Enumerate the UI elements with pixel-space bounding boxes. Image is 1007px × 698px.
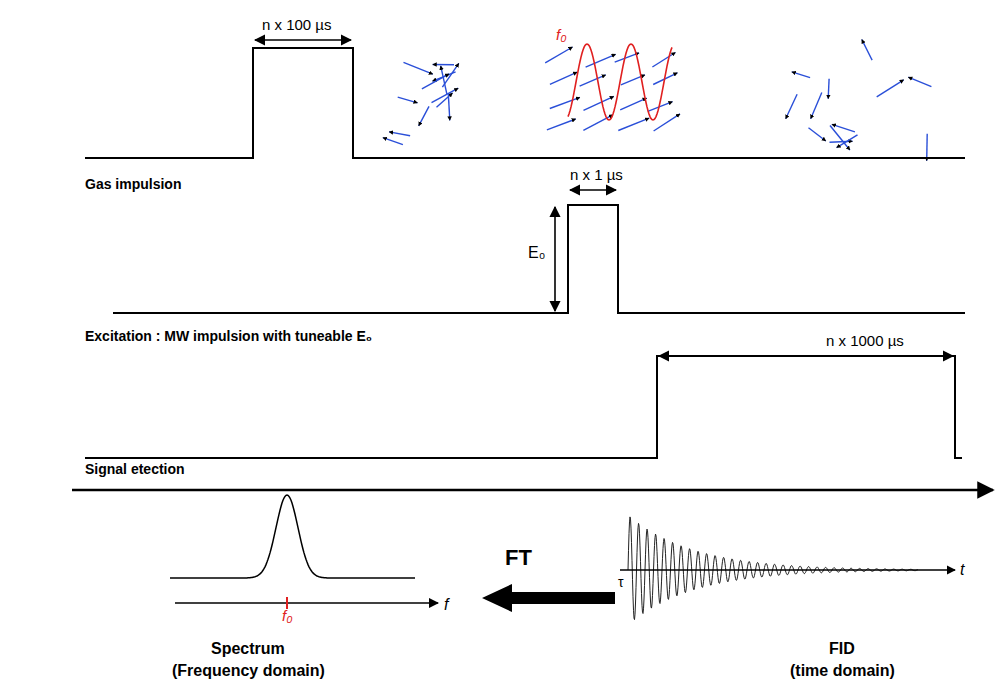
- molecule-arrow: [383, 138, 403, 145]
- molecule-arrow: [620, 98, 646, 110]
- molecule-arrow: [545, 47, 572, 63]
- detection-trace: [85, 356, 962, 458]
- molecule-arrow: [550, 72, 577, 84]
- amplitude-arrow: [554, 207, 556, 311]
- duration-arrow: [255, 39, 351, 41]
- amplitude-label: E₀: [528, 244, 545, 262]
- molecule-arrow: [654, 114, 680, 131]
- molecule-arrow: [584, 96, 614, 110]
- mw-wave: [568, 44, 672, 120]
- molecule-arrow: [792, 72, 810, 78]
- signal-name: Gas impulsion: [85, 176, 181, 192]
- axis-label: f: [444, 596, 448, 614]
- molecule-arrow: [398, 97, 418, 103]
- molecule-arrow: [433, 64, 454, 66]
- duration-label: n x 100 µs: [262, 16, 332, 33]
- duration-label: n x 1 µs: [570, 166, 623, 183]
- fid-signal: [628, 517, 918, 620]
- molecule-arrow: [550, 97, 580, 108]
- molecule-arrow: [652, 53, 675, 68]
- molecule-arrow: [448, 93, 450, 120]
- molecule-arrow: [389, 132, 410, 136]
- molecule-arrow: [877, 80, 904, 97]
- molecule-arrow: [830, 141, 853, 142]
- molecule-arrow: [811, 93, 822, 119]
- molecule-arrow: [908, 77, 931, 86]
- molecule-arrow: [786, 94, 797, 119]
- molecule-arrow: [419, 106, 429, 125]
- duration-arrow: [659, 355, 953, 357]
- panel-title: Spectrum: [211, 640, 285, 658]
- molecule-arrow: [432, 88, 459, 102]
- mw-pulse-trace: [113, 205, 965, 313]
- molecule-arrow: [862, 40, 872, 61]
- molecule-arrows: [383, 40, 932, 161]
- axis-label: τ: [617, 574, 625, 590]
- axis-label: t: [960, 561, 964, 579]
- panel-subtitle: (time domain): [790, 662, 895, 680]
- molecule-arrow: [832, 124, 855, 131]
- frequency-axis: [175, 602, 438, 604]
- molecule-arrow: [828, 79, 830, 99]
- molecule-arrow: [580, 75, 606, 86]
- molecule-arrow: [837, 135, 858, 148]
- molecule-arrow: [422, 74, 449, 89]
- transform-label: FT: [505, 545, 532, 570]
- molecule-arrow: [618, 118, 649, 130]
- gas-pulse-trace: [85, 48, 965, 158]
- molecule-arrow: [926, 134, 928, 161]
- duration-label: n x 1000 µs: [826, 332, 904, 349]
- molecule-arrow: [441, 66, 447, 94]
- duration-arrow: [570, 189, 616, 191]
- signal-name: Signal etection: [85, 461, 185, 477]
- molecule-arrow: [404, 62, 433, 74]
- molecule-arrow: [809, 128, 826, 141]
- molecule-arrow: [586, 54, 616, 67]
- molecule-arrow: [583, 115, 612, 131]
- frequency-label: f₀: [556, 26, 567, 43]
- fid-time-axis: [620, 569, 955, 570]
- frequency-label: f₀: [282, 607, 293, 624]
- spectrum-peak: [170, 495, 415, 578]
- molecule-arrow: [547, 119, 576, 130]
- panel-subtitle: (Frequency domain): [172, 662, 325, 680]
- time-axis: [72, 489, 993, 492]
- ft-arrow: [482, 584, 615, 612]
- signal-name: Excitation : MW impulsion with tuneable …: [85, 328, 372, 344]
- panel-title: FID: [829, 640, 855, 658]
- molecule-arrow: [442, 63, 458, 87]
